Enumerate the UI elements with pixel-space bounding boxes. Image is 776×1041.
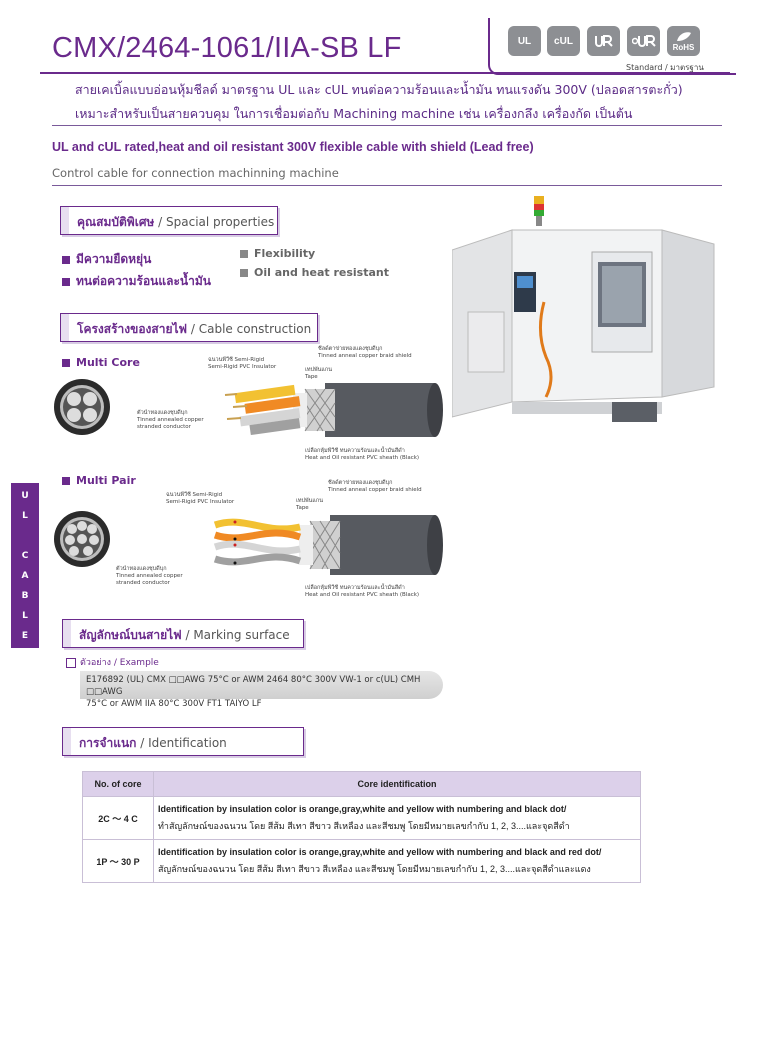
rohs-icon: RoHS	[667, 26, 700, 56]
example-label: ตัวอย่าง / Example	[66, 655, 159, 669]
machining-center-image	[452, 196, 715, 422]
description-thai-line2: เหมาะสำหรับเป็นสายควบคุม ในการเชื่อมต่อก…	[75, 106, 633, 121]
description-thai-line1: สายเคเบิ้ลแบบอ่อนหุ้มชีลด์ มาตรฐาน UL แล…	[75, 82, 683, 97]
multi-core-cross-section	[54, 379, 110, 435]
cul-icon: cUL	[547, 26, 580, 56]
table-row: 1P 〜 30 P Identification by insulation c…	[82, 839, 641, 883]
marking-text: E176892 (UL) CMX □□AWG 75°C or AWM 2464 …	[86, 675, 421, 709]
multi-pair-cable-diagram	[213, 515, 443, 575]
header-divider	[40, 72, 730, 74]
multi-pair-label: Multi Pair	[62, 474, 136, 487]
section-identification: การจำแนก / Identification	[62, 727, 304, 756]
section-special-properties: คุณสมบัติพิเศษ / Spacial properties	[60, 206, 278, 235]
ur-icon	[587, 26, 620, 56]
identification-table: No. of core Core identification 2C 〜 4 C…	[82, 771, 641, 883]
side-tab-ul-cable: U L C A B L E	[11, 483, 39, 648]
column-header: Core identification	[153, 771, 641, 797]
table-header-row: No. of core Core identification	[82, 771, 641, 797]
multi-pair-cross-section	[54, 511, 110, 567]
multi-core-label: Multi Core	[62, 356, 140, 369]
table-row: 2C 〜 4 C Identification by insulation co…	[82, 796, 641, 840]
cur-icon	[627, 26, 660, 56]
standard-label: Standard / มาตรฐาน	[626, 63, 704, 72]
marking-cable-image	[80, 671, 443, 699]
label-sheath: เปลือกหุ้มพีวีซี ทนความร้อนและน้ำมันสีดำ…	[305, 585, 420, 598]
core-identification: Identification by insulation color is or…	[153, 839, 641, 883]
property-oil-heat: Oil and heat resistant	[240, 266, 389, 279]
section-marking-surface: สัญลักษณ์บนสายไฟ / Marking surface	[62, 619, 304, 648]
core-count: 2C 〜 4 C	[82, 796, 154, 840]
column-header: No. of core	[82, 771, 154, 797]
page-title: CMX/2464-1061/IIA-SB LF	[52, 32, 402, 64]
property-heat-oil-thai: ทนต่อความร้อนและน้ำมัน	[62, 272, 211, 291]
english-title: UL and cUL rated,heat and oil resistant …	[52, 140, 534, 154]
section-cable-construction: โครงสร้างของสายไฟ / Cable construction	[60, 313, 318, 342]
header-frame	[488, 18, 736, 75]
core-count: 1P 〜 30 P	[82, 839, 154, 883]
english-subtitle: Control cable for connection machinning …	[52, 166, 339, 180]
divider	[52, 185, 722, 186]
divider	[52, 125, 722, 126]
core-identification: Identification by insulation color is or…	[153, 796, 641, 840]
property-flexibility-thai: มีความยืดหยุ่น	[62, 250, 151, 269]
ul-icon: UL	[508, 26, 541, 56]
property-flexibility: Flexibility	[240, 247, 315, 260]
multi-core-cable-diagram	[224, 383, 443, 437]
label-sheath: เปลือกหุ้มพีวีซี ทนความร้อนและน้ำมันสีดำ…	[305, 448, 420, 461]
